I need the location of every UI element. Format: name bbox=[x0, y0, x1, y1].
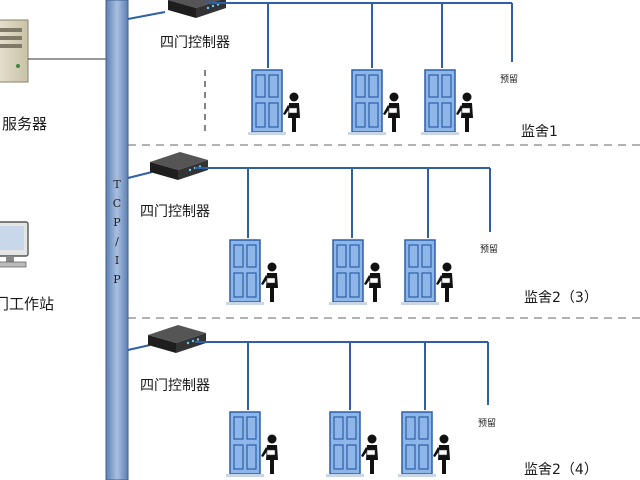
bus-label-char-6: P bbox=[113, 273, 121, 286]
controller-label: 四门控制器 bbox=[160, 35, 230, 51]
bus-label-char-5: I bbox=[115, 254, 119, 267]
bus-label-char-2: C bbox=[113, 197, 121, 210]
door-icon bbox=[247, 69, 301, 136]
reserve-label: 预留 bbox=[480, 243, 498, 255]
door-icon bbox=[325, 411, 379, 478]
bus-label-char-3: P bbox=[113, 216, 121, 229]
controller-icon bbox=[150, 152, 208, 180]
zone-label: 监舍1 bbox=[521, 124, 558, 140]
controller-icon bbox=[148, 325, 206, 353]
bus-label-char-1: T bbox=[113, 178, 121, 191]
zone-label: 监舍2（4） bbox=[524, 462, 598, 478]
bus-link bbox=[127, 11, 166, 20]
reserve-label: 预留 bbox=[478, 417, 496, 429]
door-icon bbox=[400, 239, 454, 306]
server-icon bbox=[0, 19, 29, 83]
door-icon bbox=[420, 69, 474, 136]
section-3: 四门控制器 预留 监舍2（4） bbox=[127, 325, 598, 478]
door-icon bbox=[225, 411, 279, 478]
bus-label-char-4: / bbox=[115, 235, 119, 248]
controller-label: 四门控制器 bbox=[140, 204, 210, 220]
reserve-label: 预留 bbox=[500, 73, 518, 85]
door-icon bbox=[347, 69, 401, 136]
zone-label: 监舍2（3） bbox=[524, 290, 598, 306]
section-2: 四门控制器 预留 监舍2（3） bbox=[127, 152, 598, 306]
section-1: 四门控制器 预留 监舍1 bbox=[127, 0, 558, 140]
door-icon bbox=[328, 239, 382, 306]
workstation-icon bbox=[0, 221, 29, 268]
workstation-label: 门工作站 bbox=[0, 295, 54, 313]
controller-label: 四门控制器 bbox=[140, 378, 210, 394]
tcp-ip-bus bbox=[105, 0, 129, 480]
bus-link bbox=[127, 344, 151, 351]
bus-link bbox=[127, 171, 153, 179]
door-icon bbox=[225, 239, 279, 306]
door-icon bbox=[397, 411, 451, 478]
server-label: 服务器 bbox=[2, 115, 47, 133]
